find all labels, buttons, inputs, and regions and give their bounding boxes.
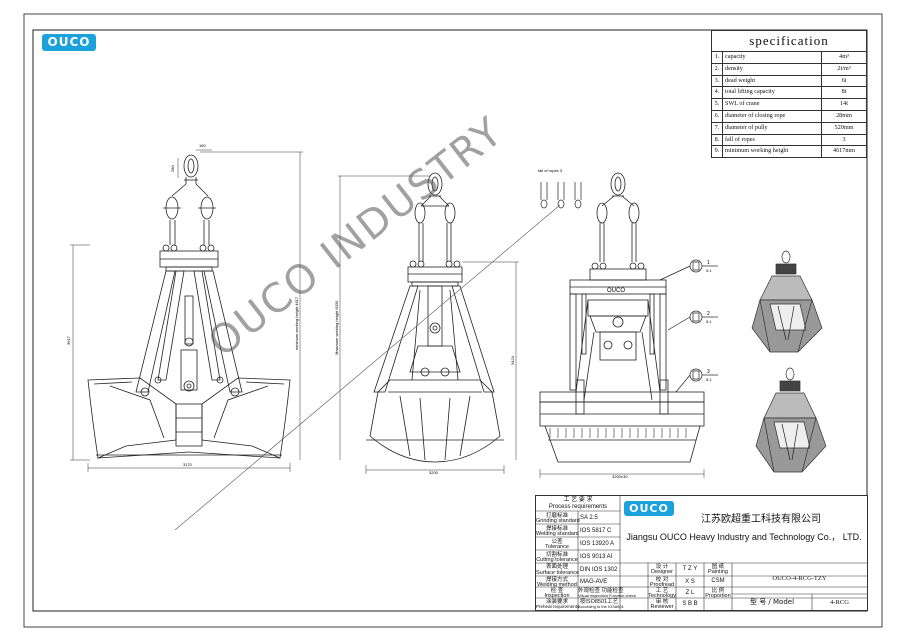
process-req-en: Process requirements <box>548 504 608 510</box>
rear-view <box>539 172 705 463</box>
req-value: DIN IOS 1302 <box>580 567 618 573</box>
render-grab-upper <box>751 250 823 353</box>
front-view-dims <box>70 149 303 472</box>
side-view <box>366 172 504 463</box>
company-logo: OUCO <box>42 34 96 51</box>
people-label-cn: 审 核 <box>655 599 669 605</box>
people-value: S B B <box>682 601 698 607</box>
people-label-cn: 工 艺 <box>655 588 669 594</box>
dim-side-height: 3424 <box>510 355 515 365</box>
people-value: T Z Y <box>682 566 698 572</box>
dim-grab-height: 3617 <box>66 335 71 345</box>
title-block-logo: OUCO <box>624 501 674 516</box>
people-value: Z L <box>685 590 695 596</box>
people-label-cn: 设 计 <box>655 564 669 570</box>
title-block-grid <box>536 496 867 610</box>
req-value: 按ISO8501工艺 <box>579 599 619 605</box>
right-label-en: Proportion <box>705 593 731 599</box>
req-label-cn: 切割标准 <box>545 552 568 558</box>
dim-side-width: 3200 <box>429 470 439 475</box>
right-label-cn: 比 例 <box>711 588 725 594</box>
detail-1-number: 1 <box>707 260 710 266</box>
req-label-cn: 打磨标准 <box>545 513 568 519</box>
inspection-en: Visual inspection Function check <box>578 593 636 598</box>
req-label-en: Surface tolerance <box>536 570 580 576</box>
front-view <box>87 154 291 459</box>
req-label-en: Preheat requirements <box>536 604 580 609</box>
dim-working-height: minimum working height 4617 <box>294 296 299 350</box>
render-grab-lower <box>755 367 827 473</box>
detail-2-scale: 5:1 <box>706 319 712 324</box>
side-view-dims <box>338 175 519 474</box>
outer-frame <box>23 13 883 628</box>
req-label-cn: 公差 <box>551 539 563 545</box>
detail-callouts <box>659 259 718 393</box>
company-name-en: Jiangsu OUCO Heavy Industry and Technolo… <box>626 532 862 542</box>
detail-1-scale: 5:1 <box>706 268 712 273</box>
detail-3-scale: 5:1 <box>706 377 712 382</box>
painting-en: According to the IOS8501 <box>578 604 624 609</box>
req-label-cn: 焊接标准 <box>545 526 568 532</box>
people-label-en: Technology <box>648 593 676 599</box>
dim-grab-width: 3170 <box>183 462 193 467</box>
req-label-cn: 焊接方式 <box>545 577 568 583</box>
watermark-line <box>174 204 561 531</box>
model-label: 型 号 / Model <box>749 598 795 606</box>
req-value: 外观检查 功能检查 <box>578 588 624 594</box>
req-label-cn: 检 查 <box>550 588 564 594</box>
dim-hook-height: 280 <box>170 165 175 172</box>
rope-diagram <box>540 182 582 209</box>
right-label-en: Painting <box>708 569 728 575</box>
req-label-cn: 涂装要求 <box>545 599 568 605</box>
req-value: IOS 13920 A <box>580 541 615 547</box>
right-label-value: CSM <box>711 578 725 584</box>
detail-3-number: 3 <box>707 369 710 375</box>
req-label-en: Welding method <box>537 582 577 588</box>
rear-view-dims <box>539 469 705 478</box>
req-label-en: Welding standard <box>536 531 579 537</box>
model-value: 4-RCG <box>830 599 849 606</box>
right-label-cn: 图 纸 <box>711 564 725 570</box>
specification-title: specification <box>712 31 866 52</box>
dim-top-width: 160 <box>199 143 206 148</box>
req-value: SA 2.5 <box>580 515 598 521</box>
req-label-cn: 表面处理 <box>545 564 568 570</box>
process-req-cn: 工 艺 要 求 <box>563 497 593 503</box>
fall-of-ropes-label: fall of ropes 3 <box>538 168 563 173</box>
req-value: IOS 9013 AI <box>580 554 613 560</box>
company-name-cn: 江苏欧超重工科技有限公司 <box>701 514 821 525</box>
title-block: 工 艺 要 求 Process requirements 打磨标准 Grindi… <box>535 495 868 611</box>
people-label-en: Reviewer <box>650 604 674 610</box>
req-value: MAG-AVE <box>580 579 608 585</box>
req-label-en: Grinding standard <box>536 518 580 524</box>
req-label-en: Cutting tolerance <box>536 557 578 563</box>
req-value: IOS 5817 C <box>580 528 612 534</box>
detail-2-number: 2 <box>707 311 710 317</box>
req-label-en: Inspection <box>544 593 570 599</box>
people-label-en: Designer <box>650 569 673 575</box>
drawing-number: OUCO-4-RCG-TZY <box>772 575 827 582</box>
req-label-en: Tolerance <box>545 544 569 550</box>
people-label-cn: 校 对 <box>655 577 669 583</box>
inner-frame <box>32 29 868 612</box>
rear-view-teeth <box>549 428 687 438</box>
people-value: X S <box>685 579 695 585</box>
dim-rear-width: 3200±30 <box>612 474 628 479</box>
dim-max-working-height: Maximum working height 6030 <box>334 300 339 355</box>
people-label-en: Proofread <box>649 582 675 588</box>
rear-view-logo: OUCO <box>607 288 625 294</box>
